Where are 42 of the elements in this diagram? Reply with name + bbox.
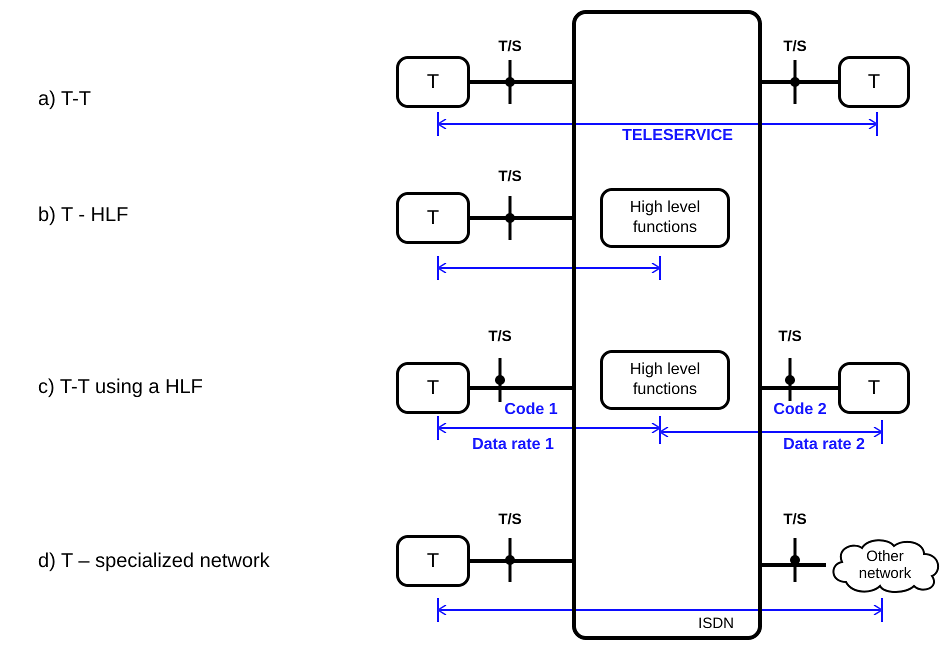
connection-line: [470, 80, 572, 84]
function-box: [600, 188, 730, 248]
row-caption: a) T-T: [38, 88, 91, 111]
terminal-box: [838, 362, 910, 414]
reference-point-label: T/S: [783, 511, 807, 528]
terminal-box: [396, 535, 470, 587]
connection-line: [762, 80, 838, 84]
reference-point-label: T/S: [498, 511, 522, 528]
node-label: ISDN: [698, 615, 734, 632]
node-label: High level functions: [628, 198, 702, 238]
reference-point-label: T/S: [778, 328, 802, 345]
node-label: T: [868, 376, 880, 400]
node-label: T: [868, 70, 880, 94]
row-caption: b) T - HLF: [38, 204, 128, 227]
terminal-box: [396, 56, 470, 108]
terminal-box: [838, 56, 910, 108]
node-label: Other network: [858, 548, 912, 582]
span-arrow: [437, 598, 883, 622]
connection-line: [470, 216, 572, 220]
node-label: High level functions: [628, 360, 702, 400]
reference-point-label: T/S: [498, 38, 522, 55]
span-arrow: [437, 416, 661, 440]
row-caption: d) T – specialized network: [38, 550, 270, 573]
function-box: [600, 350, 730, 410]
node-label: T: [426, 206, 440, 230]
reference-point-label: T/S: [498, 168, 522, 185]
connection-line: [762, 563, 826, 567]
reference-point-label: T/S: [488, 328, 512, 345]
node-label: T: [426, 376, 440, 400]
connection-line: [470, 559, 572, 563]
terminal-box: [396, 192, 470, 244]
span-arrow: [437, 256, 661, 280]
span-arrow: [659, 420, 883, 444]
connection-line: [470, 386, 572, 390]
reference-point-label: T/S: [783, 38, 807, 55]
network-box: [572, 10, 762, 640]
connection-line: [762, 386, 838, 390]
node-label: T: [426, 550, 440, 572]
span-arrow: [437, 112, 878, 136]
node-label: T: [426, 70, 440, 94]
row-caption: c) T-T using a HLF: [38, 376, 203, 399]
terminal-box: [396, 362, 470, 414]
